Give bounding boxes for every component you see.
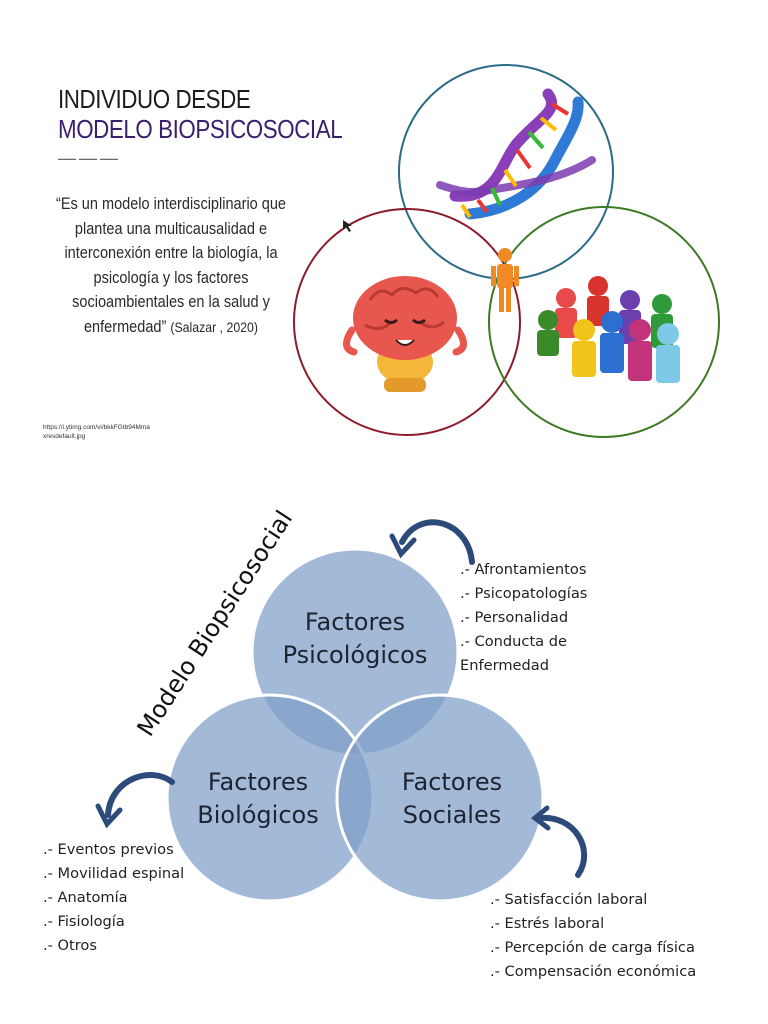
quote-citation: (Salazar , 2020) (170, 318, 259, 335)
list-item: .- Anatomía (43, 889, 128, 906)
title-line-1: INDIVIDUO DESDE (58, 84, 251, 114)
dna-icon (436, 88, 596, 220)
biologicos-label-2: Biológicos (197, 801, 318, 829)
cursor-icon (343, 220, 352, 232)
sociales-factor-list: .- Satisfacción laboral .- Estrés labora… (490, 888, 696, 984)
list-item: .- Compensación económica (490, 963, 697, 980)
quote-text: “Es un modelo interdisciplinario que pla… (55, 195, 287, 336)
page-title: INDIVIDUO DESDE MODELO BIOPSICOSOCIAL (58, 84, 343, 144)
social-ring (488, 206, 720, 438)
sociales-circle (335, 693, 545, 903)
sociales-label-1: Factores (402, 768, 502, 796)
list-item: .- Afrontamientos (460, 561, 587, 578)
illustration-panel (293, 64, 720, 438)
arrow-sociales-icon (531, 805, 588, 878)
list-item: .- Conducta de (460, 633, 567, 650)
title-rule: ——— (58, 148, 121, 168)
arrow-psicologicos-icon (389, 519, 475, 565)
list-item: .- Psicopatologías (460, 585, 588, 602)
image-source-link[interactable]: https://i.ytimg.com/vi/bkkFGtb94Mma xres… (43, 424, 150, 440)
psicologicos-label-2: Psicológicos (283, 641, 428, 669)
psicologicos-factor-list: .- Afrontamientos .- Psicopatologías .- … (460, 558, 587, 678)
list-item: .- Otros (43, 937, 97, 954)
psicologicos-label-1: Factores (305, 608, 405, 636)
list-item: .- Fisiología (43, 913, 125, 930)
list-item: .- Personalidad (460, 609, 569, 626)
list-item: .- Eventos previos (43, 841, 174, 858)
venn-diagram: Factores Psicológicos Factores Biológico… (95, 506, 588, 903)
biologicos-label-1: Factores (208, 768, 308, 796)
list-item: .- Movilidad espinal (43, 865, 185, 882)
title-line-2: MODELO BIOPSICOSOCIAL (58, 114, 343, 144)
biologicos-factor-list: .- Eventos previos .- Movilidad espinal … (43, 838, 184, 958)
person-icon (491, 248, 519, 312)
sociales-label-2: Sociales (403, 801, 501, 829)
arrow-biologicos-icon (95, 771, 175, 829)
list-item: .- Percepción de carga física (490, 939, 695, 956)
list-item: .- Estrés laboral (490, 915, 605, 932)
list-item: .- Satisfacción laboral (490, 891, 648, 908)
people-group-icon (537, 276, 680, 383)
definition-quote: “Es un modelo interdisciplinario que pla… (56, 192, 287, 339)
psychology-ring (293, 208, 521, 436)
list-item: Enfermedad (460, 657, 549, 674)
brain-icon (343, 276, 467, 392)
